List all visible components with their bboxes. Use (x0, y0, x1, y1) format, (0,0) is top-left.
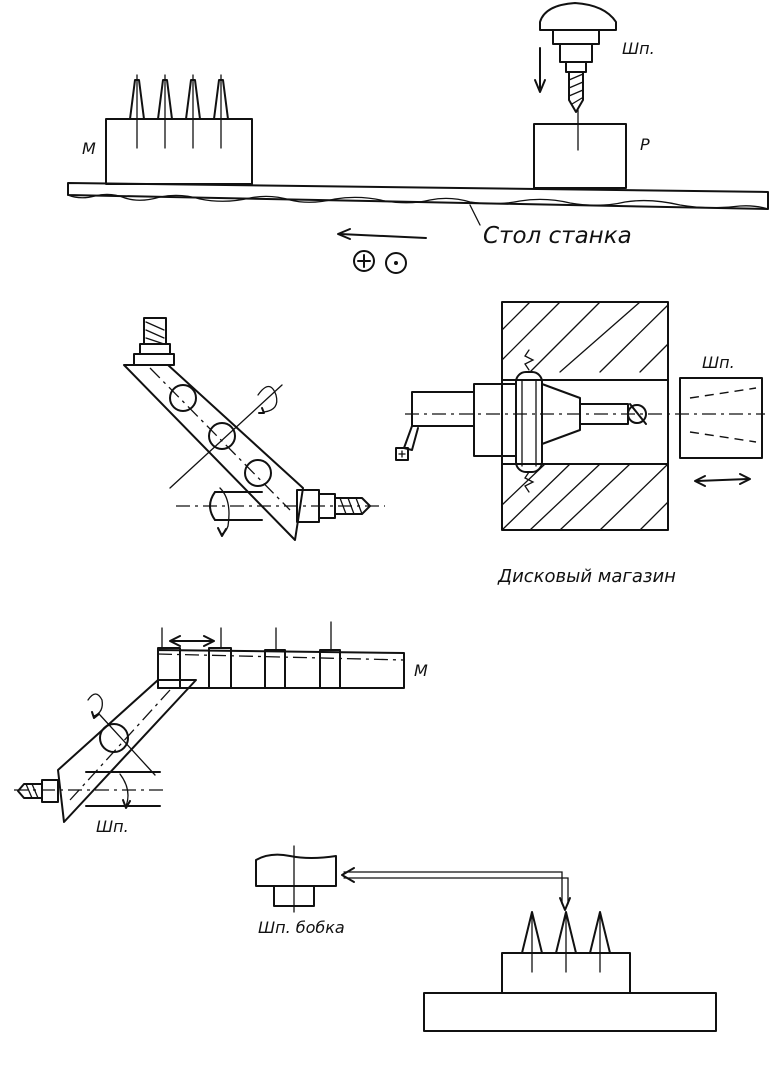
linear-tool-magazine (157, 621, 405, 689)
spindle-head (255, 845, 337, 913)
circle-plus-icon (353, 250, 375, 272)
disc-magazine-label: Дисковый магазин (497, 566, 676, 587)
spindle-label-top: Шп. (622, 39, 655, 58)
feed-arrow-head (534, 79, 546, 93)
table-motion-arrow (337, 228, 427, 240)
tool-magazine-bottom (423, 911, 717, 1032)
table-leader-line (469, 204, 481, 226)
transfer-path-arrow (341, 867, 571, 911)
spindle-with-drill (539, 2, 617, 113)
machine-table-label: Стол станка (483, 223, 632, 249)
magazine-label-top: М (82, 139, 96, 158)
spindle-label-lower: Шп. (96, 817, 129, 836)
tool-change-arm-upper (123, 317, 385, 541)
tool-change-arm-lower (14, 679, 197, 823)
circle-dot-icon (385, 252, 407, 274)
workpiece-label: Р (640, 135, 650, 154)
spindle-head-label: Шп. бобка (258, 918, 345, 937)
spindle-right (679, 377, 763, 487)
tool-magazine-top (105, 74, 253, 185)
machine-table (67, 182, 769, 210)
disc-magazine (395, 301, 765, 531)
magazine-label-mid: М (414, 661, 428, 680)
workpiece-block (533, 123, 627, 189)
spindle-label-right: Шп. (702, 353, 735, 372)
